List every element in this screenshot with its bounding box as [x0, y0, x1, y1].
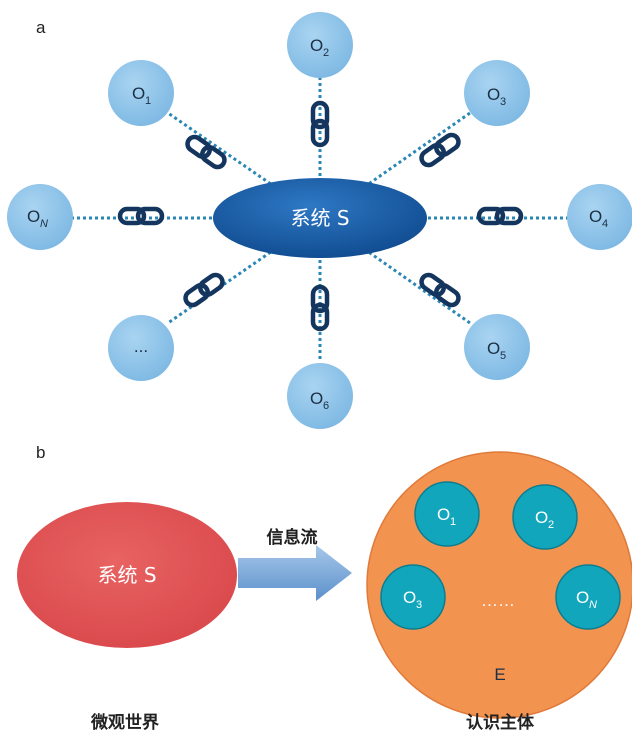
- inner-node-o3: O 3: [380, 564, 446, 630]
- caption-cognitive-subject: 认识主体: [466, 712, 535, 733]
- svg-text:...: ...: [134, 337, 148, 356]
- node-o1: O 1: [108, 60, 174, 126]
- svg-text:O: O: [310, 389, 323, 408]
- svg-text:4: 4: [602, 218, 608, 230]
- svg-text:2: 2: [548, 519, 554, 531]
- inner-node-o2: O 2: [512, 484, 578, 550]
- svg-text:O: O: [589, 207, 602, 226]
- svg-text:O: O: [487, 339, 500, 358]
- info-flow-label: 信息流: [267, 527, 318, 548]
- center-system-node: 系统 S: [213, 178, 427, 258]
- svg-text:1: 1: [450, 516, 456, 528]
- system-label: 系统 S: [97, 563, 156, 587]
- node-o6: O 6: [287, 363, 353, 429]
- svg-text:O: O: [576, 588, 589, 607]
- svg-text:O: O: [487, 85, 500, 104]
- panel-a-label: a: [36, 18, 46, 37]
- inner-node-oN: O N: [555, 564, 621, 630]
- node-o3: O 3: [464, 60, 530, 126]
- svg-text:N: N: [589, 599, 597, 611]
- svg-text:1: 1: [145, 95, 151, 107]
- subject-label: E: [494, 665, 505, 684]
- chain-link-icon: [419, 132, 461, 168]
- caption-micro-world: 微观世界: [90, 712, 159, 733]
- svg-text:6: 6: [323, 400, 329, 412]
- node-ellipsis: ...: [108, 315, 174, 381]
- svg-text:3: 3: [500, 96, 506, 108]
- svg-text:2: 2: [323, 47, 329, 59]
- center-system-label: 系统 S: [290, 206, 349, 230]
- chain-link-icon: [479, 209, 521, 223]
- chain-link-icon: [183, 272, 225, 308]
- node-o4: O 4: [567, 184, 632, 250]
- node-oN: O N: [7, 184, 73, 250]
- svg-text:O: O: [27, 207, 40, 226]
- inner-nodes: O 1 O 2 O 3 O N ……: [380, 481, 621, 630]
- svg-text:O: O: [310, 36, 323, 55]
- node-o2: O 2: [287, 12, 353, 78]
- inner-node-o1: O 1: [414, 481, 480, 547]
- inner-ellipsis: ……: [481, 591, 515, 610]
- system-ellipse: 系统 S: [17, 502, 237, 648]
- outer-nodes: O 1 O 2 O 3 O 4 O 5 O 6 ..: [7, 12, 632, 429]
- node-o5: O 5: [464, 314, 530, 380]
- chain-link-icon: [120, 209, 162, 223]
- svg-text:N: N: [40, 218, 48, 230]
- svg-text:O: O: [132, 84, 145, 103]
- svg-text:O: O: [437, 505, 450, 524]
- svg-text:O: O: [535, 508, 548, 527]
- panel-b-label: b: [36, 443, 45, 462]
- svg-text:O: O: [403, 588, 416, 607]
- svg-text:5: 5: [500, 350, 506, 362]
- info-flow-arrow: [238, 545, 352, 601]
- svg-text:3: 3: [416, 599, 422, 611]
